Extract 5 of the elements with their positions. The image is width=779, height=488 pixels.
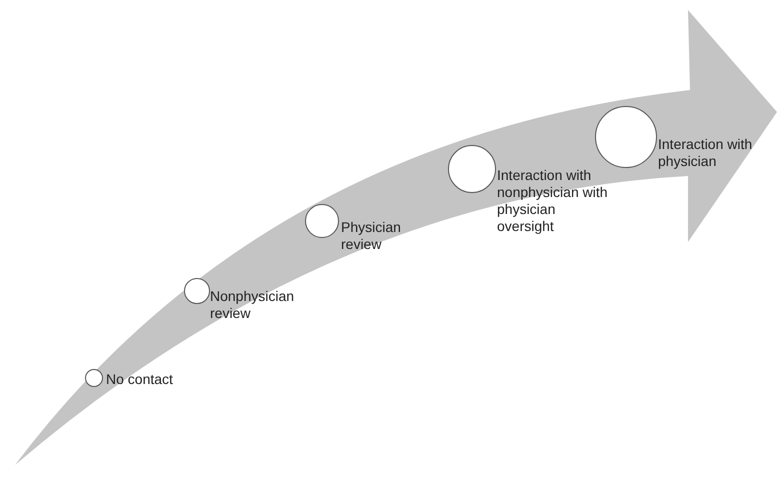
stage-label: Physician review (341, 219, 402, 253)
stage-label: Nonphysician review (210, 288, 296, 322)
stage-label: Interaction with physician (658, 136, 754, 170)
stage-label: No contact (106, 371, 174, 388)
stage-label: Interaction with nonphysician with physician oversight (497, 167, 609, 235)
